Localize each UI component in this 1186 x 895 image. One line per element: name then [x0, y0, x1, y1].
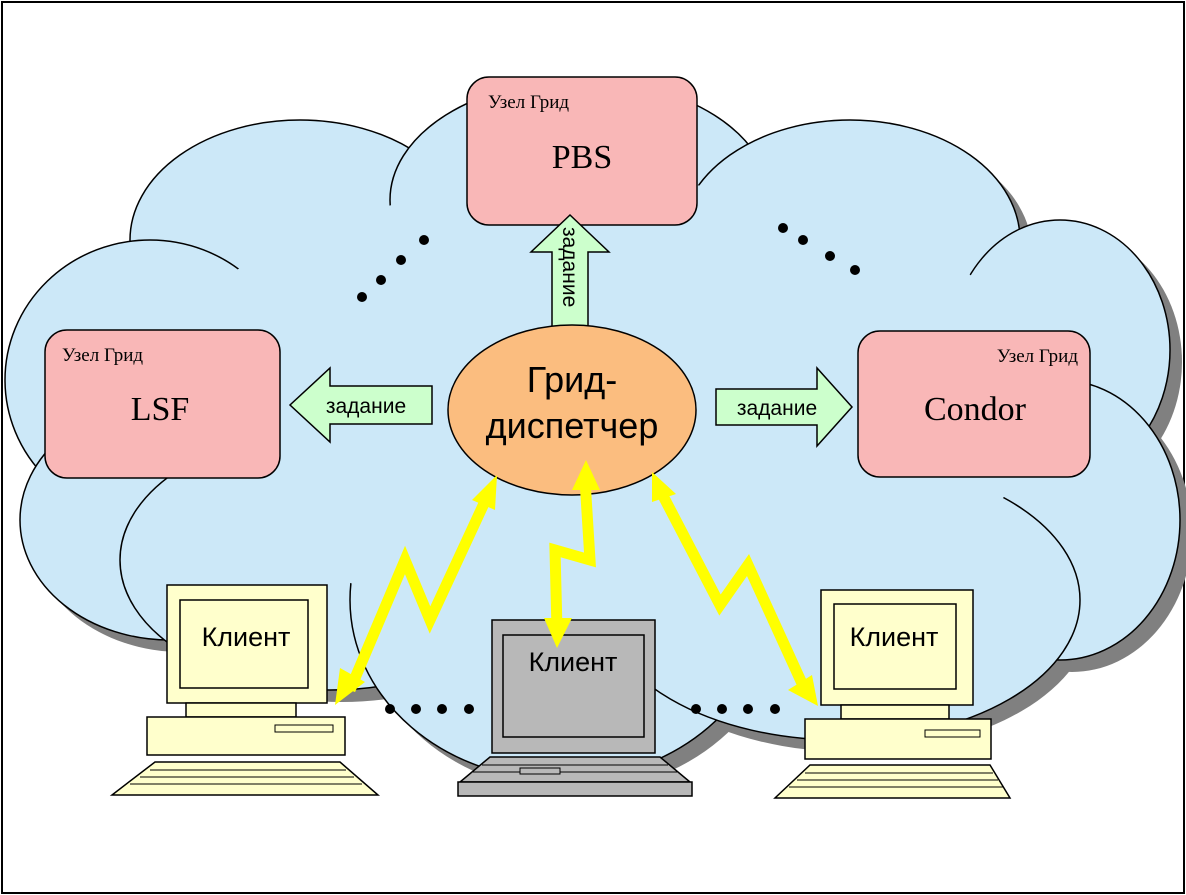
grid-node-condor: Узел Грид Condor — [857, 330, 1091, 478]
client-label: Клиент — [850, 622, 939, 652]
client-label: Клиент — [202, 622, 291, 652]
lightning-arrowheads — [335, 460, 818, 706]
task-arrow-left: задание — [288, 366, 433, 444]
node-name: Condor — [924, 391, 1027, 428]
node-caption: Узел Грид — [62, 345, 143, 366]
task-label: задание — [326, 395, 406, 418]
grid-node-pbs: Узел Грид PBS — [466, 76, 698, 226]
grid-node-lsf: Узел Грид LSF — [44, 329, 281, 479]
dispatcher-label-line1: Грид- — [527, 359, 618, 400]
node-caption: Узел Грид — [488, 92, 569, 113]
grid-dispatcher: Грид- диспетчер — [447, 324, 697, 496]
task-arrow-right: задание — [715, 366, 854, 448]
dispatcher-label-line2: диспетчер — [486, 405, 659, 446]
client-label: Клиент — [529, 647, 618, 677]
task-label: задание — [558, 227, 581, 307]
node-caption: Узел Грид — [997, 346, 1078, 367]
laptop-icon: Клиент — [457, 619, 693, 797]
node-name: LSF — [131, 391, 190, 428]
desktop-computer-icon: Клиент — [109, 584, 381, 796]
node-name: PBS — [552, 139, 613, 176]
desktop-computer-icon: Клиент — [773, 589, 1012, 799]
ellipsis-dots — [357, 223, 860, 714]
task-label: задание — [737, 397, 817, 420]
lightning-bolt-icon — [344, 479, 811, 693]
